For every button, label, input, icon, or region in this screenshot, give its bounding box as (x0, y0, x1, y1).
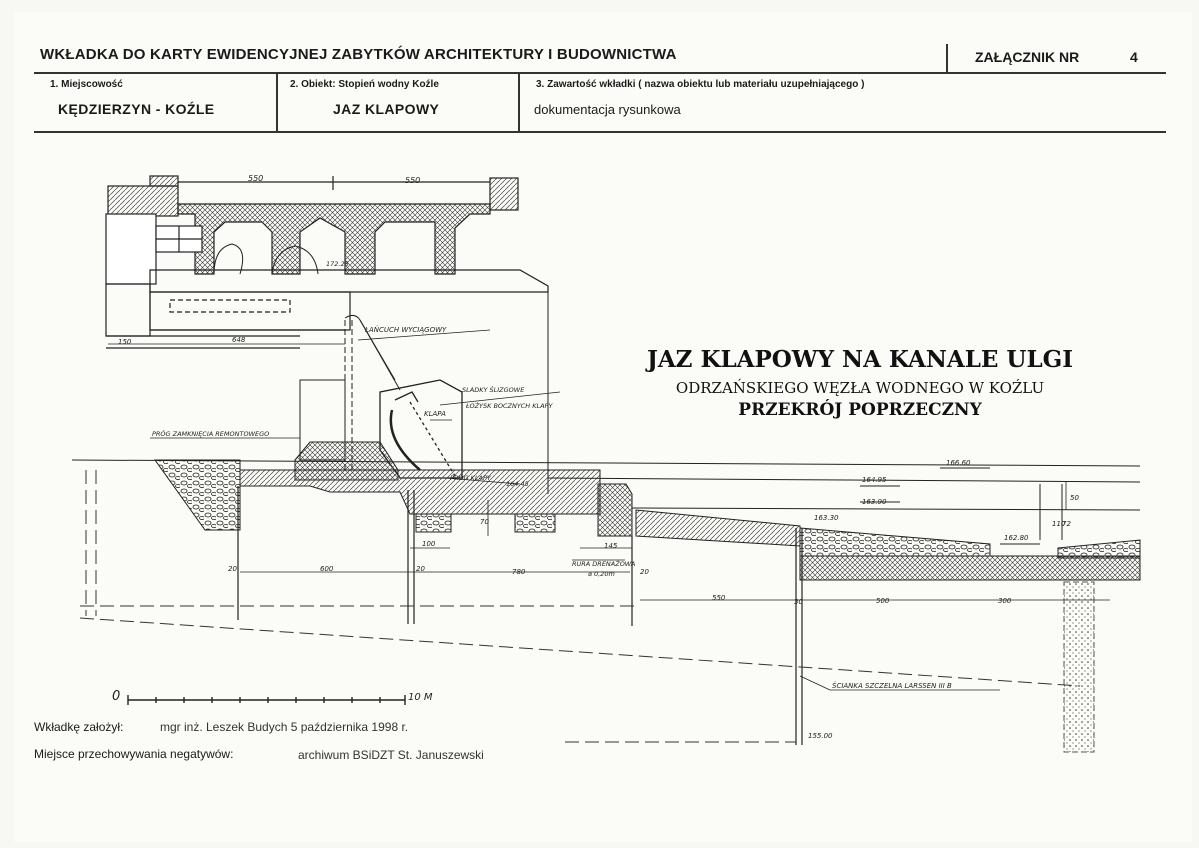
chain-label: ŁAŃCUCH WYCIĄGOWY (364, 325, 447, 334)
dim-label: 550 (405, 176, 420, 185)
attachment-number: 4 (1130, 49, 1138, 65)
dim-label: 648 (232, 336, 246, 344)
dim-label: 600 (320, 565, 334, 573)
dim-label: 20 (228, 565, 237, 573)
dim-label: 550 (248, 174, 263, 183)
weir-sill (154, 441, 633, 537)
sheetpile-label: ŚCIANKA SZCZELNA LARSSEN III B (832, 681, 952, 690)
dim-label: 780 (512, 568, 526, 576)
drawing-section-title: PRZEKRÓJ POPRZECZNY (738, 400, 982, 420)
header-rule (34, 72, 1166, 74)
dim-label: 20 (640, 568, 649, 576)
author-value: mgr inż. Leszek Budych 5 października 19… (160, 720, 409, 734)
level-label: 166.60 (946, 459, 971, 467)
content-label: 3. Zawartość wkładki ( nazwa obiektu lub… (536, 79, 865, 90)
water-levels (71, 459, 1141, 545)
level-label: 162.80 (1004, 534, 1029, 542)
dim-label: 20 (416, 565, 425, 573)
object-value: JAZ KLAPOWY (333, 101, 440, 117)
header-divider (946, 44, 948, 73)
dim-label: 70 (480, 518, 489, 526)
downstream-apron (635, 509, 1141, 581)
scale-end: 10 M (408, 692, 433, 703)
drain-label: RURA DRENAŻOWA (572, 559, 635, 568)
sheet-pile-column (1063, 581, 1095, 753)
dim-label: 300 (998, 597, 1012, 605)
bridge-deck (107, 175, 519, 275)
pier-building (105, 213, 549, 349)
drawing-subtitle: ODRZAŃSKIEGO WĘZŁA WODNEGO W KOŹLU (675, 379, 1045, 397)
dim-label: 550 (712, 594, 726, 602)
bridge-arches (213, 243, 319, 275)
level-label: 164.95 (862, 476, 887, 484)
dim-label: 150 (118, 338, 132, 346)
fields-rule (34, 131, 1166, 133)
flap-sill-label: PRÓG KLAPY (450, 473, 492, 482)
negatives-value: archiwum BSiDZT St. Januszewski (298, 748, 484, 762)
leader-lines (150, 329, 1000, 691)
field-divider-2 (518, 73, 520, 131)
object-label: 2. Obiekt: Stopień wodny Koźle (290, 79, 439, 90)
sill-label: PRÓG ZAMKNIĘCIA REMONTOWEGO (152, 429, 269, 438)
level-label: 164.45 (506, 480, 529, 488)
level-label: 163.30 (814, 514, 839, 522)
drawing-title: JAZ KLAPOWY NA KANALE ULGI (646, 346, 1074, 373)
dim-label: 110 (1052, 520, 1066, 528)
guides-label-2: ŁOŻYSK BOCZNYCH KLAPY (465, 401, 553, 410)
dim-label: 100 (422, 540, 436, 548)
content-value: dokumentacja rysunkowa (534, 102, 681, 117)
document-title: WKŁADKA DO KARTY EWIDENCYJNEJ ZABYTKÓW A… (40, 46, 677, 63)
dim-label: 30 (794, 598, 803, 606)
author-label: Wkładkę założył: (34, 720, 124, 734)
dim-label: 500 (876, 597, 890, 605)
location-label: 1. Miejscowość (50, 79, 123, 90)
field-divider-1 (276, 73, 278, 131)
dim-label: 145 (604, 542, 618, 550)
guides-label: SLADKY ŚLIZGOWE (462, 385, 525, 394)
level-label: 155.00 (808, 732, 833, 740)
dim-label: 72 (1062, 520, 1071, 528)
piles (237, 486, 803, 745)
location-value: KĘDZIERZYN - KOŹLE (58, 101, 215, 117)
negatives-label: Miejsce przechowywania negatywów: (34, 747, 234, 761)
dimension-lines (108, 343, 1110, 601)
dim-label: 50 (1070, 494, 1079, 502)
dim-label: 172.25 (326, 260, 349, 268)
document-sheet (14, 12, 1192, 842)
level-label: 163.90 (862, 498, 887, 506)
flap-label: KLAPA (424, 410, 446, 418)
foundation-lines (79, 470, 1081, 743)
scale-bar (127, 695, 406, 705)
attachment-label: ZAŁĄCZNIK NR (975, 49, 1080, 65)
scale-zero: 0 (112, 689, 120, 704)
drain-label-2: ⌀ 0,20m (588, 570, 615, 578)
